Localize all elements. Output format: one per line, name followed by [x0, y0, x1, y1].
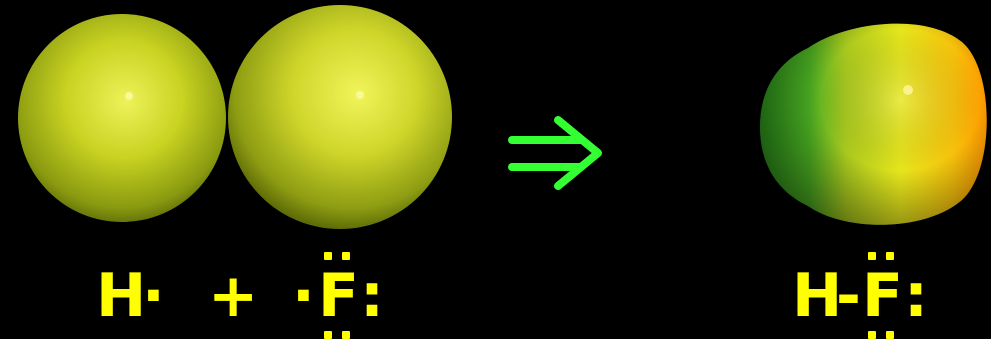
fluorine-atom-highlight [356, 91, 364, 99]
product-fluorine-symbol: F [862, 262, 905, 330]
fluorine-symbol: F [318, 262, 361, 330]
product-highlight [903, 85, 913, 95]
fluorine-bottom-electron [324, 331, 332, 339]
product-fluorine-bottom-electron [886, 331, 894, 339]
product-bond: - [836, 262, 863, 330]
product-fluorine-right-pair: : [904, 262, 930, 330]
product-fluorine-top-electron [886, 252, 894, 260]
reaction-arrow [512, 120, 598, 186]
hydrogen-radical-dot: · [142, 262, 167, 330]
fluorine-left-dot: · [292, 262, 317, 330]
fluorine-bottom-electron [342, 331, 350, 339]
fluorine-top-electron [324, 252, 332, 260]
product-fluorine-bottom-electron [868, 331, 876, 339]
fluorine-atom-sphere [228, 5, 452, 229]
hydrogen-atom-highlight [125, 92, 133, 100]
hydrogen-fluoride-molecule [760, 24, 987, 225]
hydrogen-atom-sphere [18, 14, 226, 222]
plus-sign: + [208, 262, 260, 330]
fluorine-top-electron [342, 252, 350, 260]
fluorine-right-pair: : [360, 262, 386, 330]
product-fluorine-top-electron [868, 252, 876, 260]
hydrogen-symbol: H [96, 262, 148, 330]
